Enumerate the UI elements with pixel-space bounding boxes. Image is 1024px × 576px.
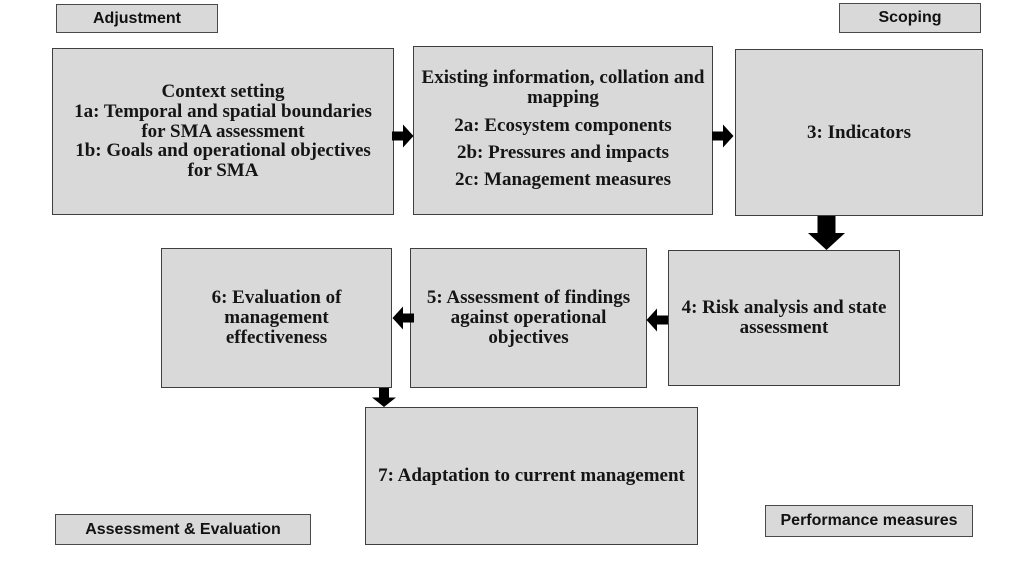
phase-label-text: Performance measures — [780, 512, 958, 529]
arrow-right-icon — [712, 124, 734, 148]
arrow-left-icon — [646, 308, 668, 332]
box-1-context-setting: Context setting 1a: Temporal and spatial… — [52, 48, 394, 215]
box-label: 5: Assessment of findings against operat… — [426, 287, 631, 348]
phase-label-text: Assessment & Evaluation — [85, 520, 281, 538]
arrow-down-icon — [808, 216, 845, 250]
phase-label-text: Adjustment — [93, 9, 181, 27]
box-label: 6: Evaluation of management effectivenes… — [211, 287, 342, 348]
box-2-existing-information: Existing information, collation and mapp… — [413, 46, 713, 215]
box-item: 2b: Pressures and impacts — [456, 141, 669, 163]
phase-label-text: Scoping — [878, 9, 942, 26]
box-3-indicators: 3: Indicators — [735, 49, 983, 216]
box-item: 2c: Management measures — [455, 168, 671, 190]
phase-label-adjustment: Adjustment — [56, 4, 218, 33]
box-label: 4: Risk analysis and state assessment — [681, 297, 887, 338]
box-4-risk-analysis: 4: Risk analysis and state assessment — [668, 250, 900, 386]
box-title: Context setting — [161, 80, 285, 102]
box-item: 1b: Goals and operational objectives for… — [75, 140, 371, 182]
box-label: 3: Indicators — [807, 121, 911, 143]
phase-label-performance-measures: Performance measures — [765, 505, 973, 537]
arrow-down-icon — [372, 388, 396, 407]
box-6-evaluation-management-effectiveness: 6: Evaluation of management effectivenes… — [161, 248, 392, 388]
phase-label-assessment-evaluation: Assessment & Evaluation — [55, 514, 311, 545]
arrow-right-icon — [392, 124, 414, 148]
box-label: 7: Adaptation to current management — [378, 465, 685, 487]
box-title: Existing information, collation and mapp… — [421, 66, 705, 108]
box-item: 1a: Temporal and spatial boundaries for … — [74, 100, 372, 142]
phase-label-scoping: Scoping — [839, 3, 981, 33]
box-5-assessment-of-findings: 5: Assessment of findings against operat… — [410, 248, 647, 388]
box-item: 2a: Ecosystem components — [454, 115, 672, 137]
arrow-left-icon — [392, 306, 414, 330]
box-7-adaptation-current-management: 7: Adaptation to current management — [365, 407, 698, 545]
